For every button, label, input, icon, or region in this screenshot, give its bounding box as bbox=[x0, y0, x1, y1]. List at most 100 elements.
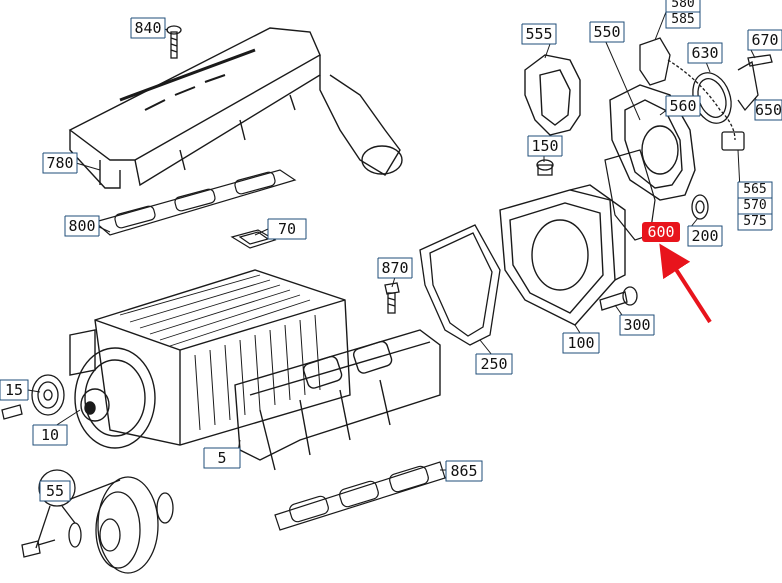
part-label-575: 575 bbox=[737, 213, 773, 231]
bolt-840 bbox=[166, 25, 182, 59]
label-frame bbox=[527, 135, 563, 157]
label-text: 870 bbox=[381, 259, 408, 277]
actuator-560 bbox=[609, 84, 696, 201]
label-frame bbox=[562, 332, 600, 354]
label-text: 555 bbox=[525, 25, 552, 43]
label-frame bbox=[687, 42, 723, 64]
bolt-870 bbox=[384, 282, 400, 314]
callout-arrow bbox=[659, 243, 712, 324]
label-frame bbox=[619, 314, 655, 336]
label-text: 100 bbox=[567, 334, 594, 352]
part-label-250: 250 bbox=[475, 353, 513, 375]
part-label-585: 585 bbox=[665, 11, 701, 29]
part-label-200: 200 bbox=[687, 225, 723, 247]
supercharger-body bbox=[69, 269, 351, 446]
part-label-580: 580 bbox=[665, 0, 701, 13]
part-label-70: 70 bbox=[267, 218, 307, 240]
fitting-150 bbox=[536, 159, 554, 176]
label-text: 580 bbox=[671, 0, 694, 11]
label-text: 5 bbox=[217, 449, 226, 467]
seal-200 bbox=[691, 194, 709, 220]
label-frame bbox=[521, 23, 557, 45]
throttle-housing-100 bbox=[499, 184, 626, 326]
label-text: 70 bbox=[278, 220, 296, 238]
label-frame bbox=[475, 353, 513, 375]
label-frame bbox=[0, 379, 29, 401]
part-label-55: 55 bbox=[39, 480, 71, 502]
gasket-250 bbox=[419, 224, 501, 346]
part-label-560: 560 bbox=[665, 95, 701, 117]
label-text: 585 bbox=[671, 12, 694, 27]
label-frame bbox=[377, 257, 413, 279]
label-text: 780 bbox=[46, 154, 73, 172]
part-label-10: 10 bbox=[32, 424, 68, 446]
label-text: 565 bbox=[743, 182, 766, 197]
part-label-840: 840 bbox=[130, 17, 166, 39]
part-label-780: 780 bbox=[42, 152, 78, 174]
label-text: 15 bbox=[5, 381, 23, 399]
part-label-870: 870 bbox=[377, 257, 413, 279]
part-label-555: 555 bbox=[521, 23, 557, 45]
part-label-300: 300 bbox=[619, 314, 655, 336]
label-text: 550 bbox=[593, 23, 620, 41]
part-label-600: 600 bbox=[642, 222, 680, 242]
label-frame bbox=[32, 424, 68, 446]
label-text: 300 bbox=[623, 316, 650, 334]
gasket-800 bbox=[93, 169, 297, 236]
bolt-300 bbox=[599, 286, 638, 311]
label-frame bbox=[754, 99, 782, 121]
label-frame bbox=[203, 447, 241, 469]
label-frame bbox=[665, 11, 701, 29]
pulley-assembly-55 bbox=[21, 469, 174, 574]
label-text: 800 bbox=[68, 217, 95, 235]
label-text: 865 bbox=[450, 462, 477, 480]
clip-650 bbox=[737, 54, 773, 112]
label-frame bbox=[737, 213, 773, 231]
part-label-630: 630 bbox=[687, 42, 723, 64]
pulley-10 bbox=[74, 347, 156, 449]
part-label-565: 565 bbox=[737, 181, 773, 199]
label-text: 560 bbox=[669, 97, 696, 115]
label-text: 150 bbox=[531, 137, 558, 155]
label-text: 670 bbox=[751, 31, 778, 49]
label-text: 250 bbox=[480, 355, 507, 373]
label-frame bbox=[42, 152, 78, 174]
label-text: 575 bbox=[743, 214, 766, 229]
label-text: 570 bbox=[743, 198, 766, 213]
highlight-box bbox=[642, 222, 680, 242]
label-frame bbox=[445, 460, 483, 482]
part-label-800: 800 bbox=[64, 215, 100, 237]
label-frame bbox=[589, 21, 625, 43]
part-label-150: 150 bbox=[527, 135, 563, 157]
label-text: 650 bbox=[755, 101, 782, 119]
part-label-865: 865 bbox=[445, 460, 483, 482]
label-frame bbox=[665, 95, 701, 117]
part-label-550: 550 bbox=[589, 21, 625, 43]
part-label-100: 100 bbox=[562, 332, 600, 354]
intake-manifold-5 bbox=[234, 329, 441, 471]
label-frame bbox=[267, 218, 307, 240]
label-text: 55 bbox=[46, 482, 64, 500]
label-text: 10 bbox=[41, 426, 59, 444]
sensor-580 bbox=[639, 37, 745, 151]
label-frame bbox=[687, 225, 723, 247]
label-frame bbox=[747, 29, 782, 51]
part-label-670: 670 bbox=[747, 29, 782, 51]
part-label-650: 650 bbox=[754, 99, 782, 121]
label-frame bbox=[39, 480, 71, 502]
bearing-15 bbox=[1, 374, 65, 420]
part-label-15: 15 bbox=[0, 379, 29, 401]
label-text: 630 bbox=[691, 44, 718, 62]
label-frame bbox=[130, 17, 166, 39]
label-text: 200 bbox=[691, 227, 718, 245]
gasket-865 bbox=[274, 461, 446, 531]
part-label-5: 5 bbox=[203, 447, 241, 469]
part-label-570: 570 bbox=[737, 197, 773, 215]
label-text: 600 bbox=[647, 223, 674, 241]
label-frame bbox=[64, 215, 100, 237]
cover-555 bbox=[524, 54, 581, 136]
engine-cover-part bbox=[68, 27, 403, 189]
label-text: 840 bbox=[134, 19, 161, 37]
